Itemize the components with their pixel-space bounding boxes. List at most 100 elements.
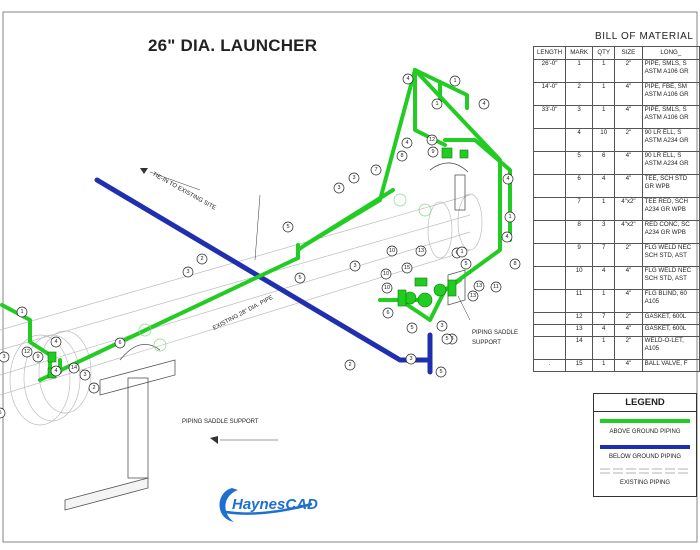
callout-bubble-label: 3: [186, 269, 189, 275]
bom-cell-mark: 13: [565, 324, 594, 337]
callout-bubble-3: 3: [405, 353, 417, 365]
bom-cell-length: 14'-0": [532, 82, 567, 106]
bom-cell-qty: 10: [592, 128, 616, 152]
note-saddle-right-2: SUPPORT: [472, 340, 501, 346]
bom-cell-description: PIPE, SMLS, S ASTM A106 GR: [641, 59, 700, 83]
callout-bubble-label: 2: [92, 385, 95, 391]
bom-cell-description: 90 LR ELL, S ASTM A234 GR: [641, 128, 700, 152]
callout-bubble-6: 6: [114, 337, 126, 349]
saddle-support-left: [64, 343, 176, 511]
callout-bubble-4: 4: [501, 231, 513, 243]
bom-cell-description: FLG BLIND, 60 A105: [641, 289, 700, 313]
callout-bubble-2: 2: [88, 382, 100, 394]
callout-bubble-6: 6: [382, 307, 394, 319]
valve-top: [441, 147, 469, 159]
callout-bubble-circle: [441, 333, 453, 345]
callout-bubble-label: 3: [83, 372, 86, 378]
legend-divider: [594, 411, 696, 412]
callout-bubble-label: 13: [418, 248, 424, 254]
bom-cell-qty: 7: [592, 312, 616, 325]
callout-bubble-circle: [504, 211, 516, 223]
callout-bubble-circle: [490, 281, 502, 293]
callout-bubble-label: 8: [513, 261, 516, 267]
bom-cell-size: 4": [614, 266, 643, 290]
callout-bubble-circle: [509, 258, 521, 270]
callout-bubble-circle: [333, 182, 345, 194]
callout-bubble-5: 5: [0, 407, 6, 419]
callout-bubble-4: 4: [50, 365, 62, 377]
callout-bubble-label: 1: [460, 249, 463, 255]
arrows: [140, 168, 218, 444]
callout-bubble-label: 4: [505, 234, 508, 240]
bom-cell-mark: 2: [565, 82, 594, 106]
bom-cell-description: GASKET, 600L: [641, 324, 700, 337]
bom-cell-size: 4": [614, 289, 643, 313]
callout-bubble-label: 12: [429, 137, 435, 143]
bom-cell-length: [532, 266, 567, 290]
callout-bubble-label: 5: [410, 325, 413, 331]
bom-cell-mark: 15: [565, 359, 594, 372]
bom-cell-qty: 1: [592, 289, 616, 313]
callout-bubble-circle: [182, 266, 194, 278]
bom-cell-mark: 4: [565, 128, 594, 152]
callout-bubble-label: 5: [0, 410, 2, 416]
bom-cell-length: [532, 197, 567, 221]
callout-bubble-circle: [431, 98, 443, 110]
callout-bubble-9: 9: [32, 351, 44, 363]
callout-bubble-1: 1: [431, 98, 443, 110]
callout-bubble-4: 4: [402, 73, 414, 85]
bom-cell-qty: 7: [592, 243, 616, 267]
callout-bubble-label: 5: [439, 369, 442, 375]
callout-bubble-label: 5: [464, 261, 467, 267]
bom-cell-qty: 1: [592, 359, 616, 372]
callout-bubble-circle: [348, 172, 360, 184]
callout-bubble-circle: [402, 73, 414, 85]
legend-swatch-above: [600, 419, 690, 423]
callout-bubble-1: 1: [456, 246, 468, 258]
bom-cell-size: 2": [614, 128, 643, 152]
callout-bubble-label: 6: [386, 310, 389, 316]
callout-bubble-circle: [467, 290, 479, 302]
callout-bubble-circle: [382, 307, 394, 319]
bom-cell-qty: 6: [592, 151, 616, 175]
callout-bubble-circle: [401, 262, 413, 274]
bom-cell-mark: 10: [565, 266, 594, 290]
callout-bubble-circle: [396, 150, 408, 162]
callout-bubble-circle: [501, 231, 513, 243]
callout-bubble-5: 5: [435, 366, 447, 378]
callout-bubble-label: 10: [389, 248, 395, 254]
callout-bubble-circle: [282, 221, 294, 233]
note-saddle-bottom: PIPING SADDLE SUPPORT: [182, 419, 259, 425]
callout-bubble-label: 2: [348, 362, 351, 368]
callout-bubble-label: 3: [440, 323, 443, 329]
valve-cluster-right: [397, 277, 457, 308]
ghost-valve-mid: [138, 193, 432, 352]
callout-bubble-3: 3: [0, 351, 10, 363]
legend-box: LEGEND ABOVE GROUND PIPING BELOW GROUND …: [593, 393, 697, 497]
bom-cell-qty: 1: [592, 82, 616, 106]
callout-bubble-13: 13: [467, 290, 479, 302]
bom-header-qty: QTY: [592, 46, 616, 60]
callout-bubble-circle: [381, 282, 393, 294]
callout-bubble-circle: [294, 272, 306, 284]
callout-bubble-5: 5: [460, 258, 472, 270]
bom-cell-size: 4": [614, 359, 643, 372]
bom-cell-size: 4": [614, 174, 643, 198]
callout-bubble-label: 9: [431, 149, 434, 155]
callout-bubble-circle: [427, 146, 439, 158]
callout-bubble-circle: [502, 173, 514, 185]
callout-bubble-4: 4: [502, 173, 514, 185]
bom-cell-description: TEE RED, SCH A234 GR WPB: [641, 197, 700, 221]
bom-cell-qty: 4: [592, 174, 616, 198]
callout-bubble-label: 8: [400, 153, 403, 159]
bom-cell-mark: 11: [565, 289, 594, 313]
callout-bubble-5: 5: [441, 333, 453, 345]
legend-label-below: BELOW GROUND PIPING: [608, 454, 681, 460]
